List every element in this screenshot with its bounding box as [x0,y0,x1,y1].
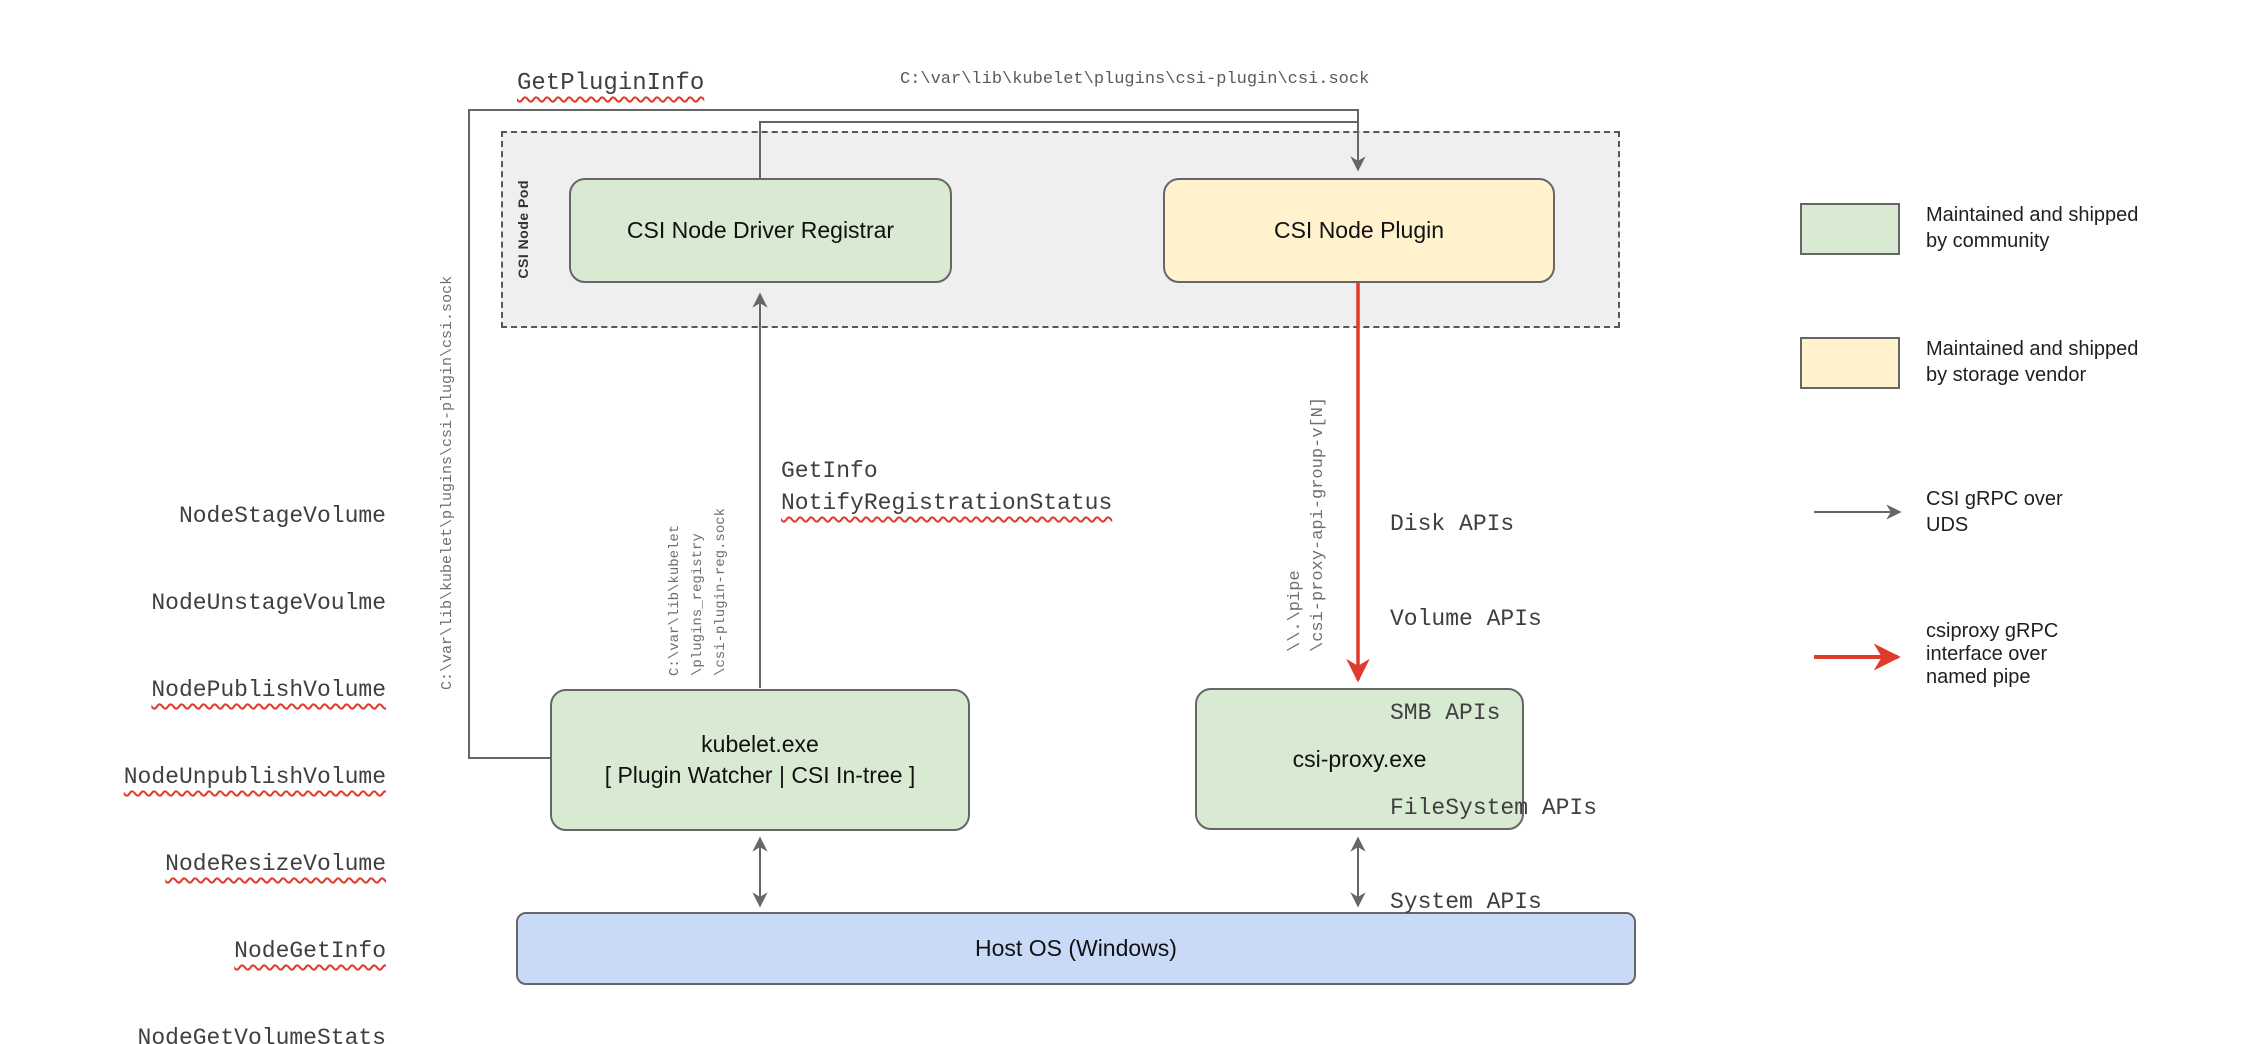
host-os-box: Host OS (Windows) [516,912,1636,985]
api-item: System APIs [1390,889,1542,915]
kubelet-label-line1: kubelet.exe [701,731,819,757]
legend-community-swatch [1800,203,1900,255]
host-os-label: Host OS (Windows) [975,935,1177,961]
node-method: NodeResizeVolume [165,851,386,877]
api-item: FileSystem APIs [1390,794,1598,821]
pipe-path-vertical: \\.\pipe \csi-proxy-api-group-v[N] [1284,380,1330,652]
api-item: SMB APIs [1390,700,1501,726]
csi-proxy-label: csi-proxy.exe [1292,745,1427,772]
pipe-path-line: \\.\pipe [1286,570,1305,652]
pipe-path-line: \csi-proxy-api-group-v[N] [1309,396,1328,652]
get-info-label: GetInfo [781,458,878,484]
node-method: NodePublishVolume [151,677,386,703]
node-methods-list: NodeStageVolume NodeUnstageVoulme NodePu… [60,444,386,1044]
top-socket-path-label: C:\var\lib\kubelet\plugins\csi-plugin\cs… [900,70,1370,89]
csi-node-driver-registrar-box: CSI Node Driver Registrar [569,178,952,283]
legend-uds-arrow [1814,504,1902,520]
uds-line-kubelet-to-plugin [468,109,1366,759]
legend-pipe-text: csiproxy gRPC interface over named pipe [1926,620,2059,688]
csi-node-driver-registrar-label: CSI Node Driver Registrar [626,217,895,243]
node-method: NodeUnpublishVolume [123,764,386,790]
csi-node-plugin-label: CSI Node Plugin [1273,217,1445,243]
uds-line-registrar-to-plugin [759,121,1357,179]
csi-node-plugin-box: CSI Node Plugin [1163,178,1555,283]
registry-socket-path-line: \csi-plugin-reg.sock [713,507,729,676]
registry-socket-path-vertical: C:\var\lib\kubelet \plugins_registry \cs… [664,492,733,676]
left-socket-path-vertical: C:\var\lib\kubelet\plugins\csi-plugin\cs… [436,272,460,690]
node-method: NodeGetVolumeStats [137,1025,386,1044]
api-item: Volume APIs [1390,605,1542,632]
registry-socket-path-line: C:\var\lib\kubelet [667,524,683,676]
legend-vendor-text: Maintained and shipped by storage vendor [1926,338,2139,386]
legend-vendor-swatch [1800,337,1900,389]
node-method: NodeUnstageVoulme [151,590,386,616]
get-plugin-info-label: GetPluginInfo [517,70,705,97]
legend-community-text: Maintained and shipped by community [1926,204,2139,252]
api-item: Disk APIs [1390,511,1515,537]
csi-proxy-box: csi-proxy.exe [1195,688,1524,830]
kubelet-label-line2: [ Plugin Watcher | CSI In-tree ] [604,762,916,788]
notify-registration-status-label: NotifyRegistrationStatus [781,490,1113,516]
api-list: Disk APIs Volume APIs SMB APIs FileSyste… [1390,446,1597,982]
kubelet-box: kubelet.exe [ Plugin Watcher | CSI In-tr… [550,689,970,831]
node-method: NodeStageVolume [178,503,386,529]
node-method: NodeGetInfo [234,938,386,964]
left-socket-path-text: C:\var\lib\kubelet\plugins\csi-plugin\cs… [439,275,456,690]
registry-socket-path-line: \plugins_registry [690,533,706,676]
legend-pipe-arrow [1814,643,1901,671]
legend-uds-text: CSI gRPC over UDS [1926,488,2063,536]
